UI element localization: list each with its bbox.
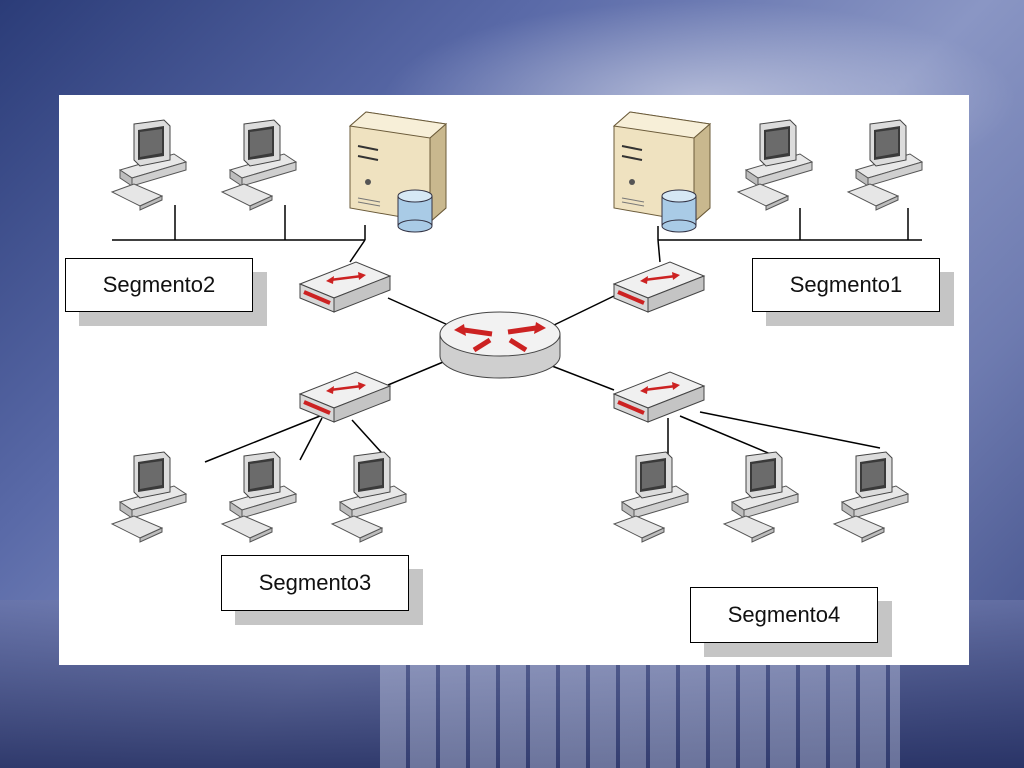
segment-label-4: Segmento4 [690, 587, 878, 643]
pc-icon [222, 452, 296, 542]
segment-label-1: Segmento1 [752, 258, 940, 312]
pc-icon [614, 452, 688, 542]
pc-icon [738, 120, 812, 210]
pc-icon [222, 120, 296, 210]
pc-icon [112, 120, 186, 210]
pc-icon [332, 452, 406, 542]
pc-icon [848, 120, 922, 210]
database-icon [662, 190, 696, 232]
switch-icon [614, 372, 704, 422]
pc-icon [112, 452, 186, 542]
pc-icon [834, 452, 908, 542]
switch-icon [300, 262, 390, 312]
switch-icon [300, 372, 390, 422]
segment-label-3: Segmento3 [221, 555, 409, 611]
database-icon [398, 190, 432, 232]
segment-label-2: Segmento2 [65, 258, 253, 312]
router-icon [440, 312, 560, 378]
pc-icon [724, 452, 798, 542]
switch-icon [614, 262, 704, 312]
